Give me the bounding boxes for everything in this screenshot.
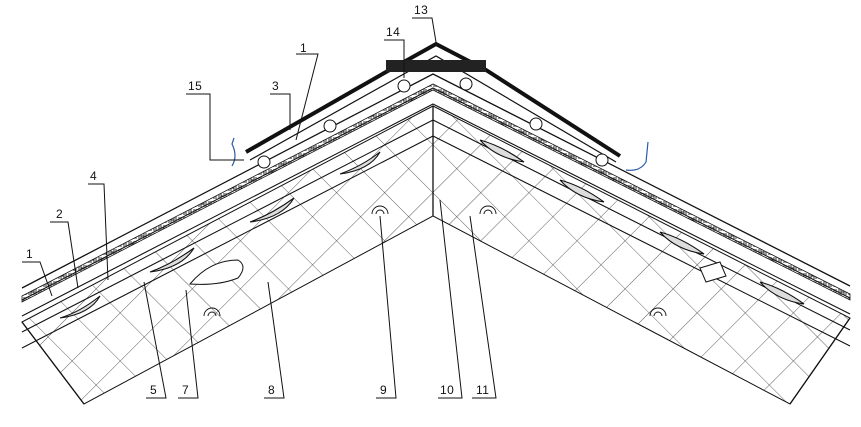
callout-15: 15 bbox=[188, 79, 203, 93]
callout-7: 7 bbox=[182, 383, 190, 397]
seam-markers bbox=[188, 259, 727, 285]
callout-9: 9 bbox=[380, 383, 388, 397]
callout-1-left: 1 bbox=[26, 247, 34, 261]
fasteners bbox=[203, 205, 667, 317]
callout-5: 5 bbox=[150, 383, 158, 397]
callout-2: 2 bbox=[56, 207, 64, 221]
callout-3: 3 bbox=[272, 79, 280, 93]
callout-14: 14 bbox=[386, 25, 401, 39]
vent-arrows bbox=[231, 137, 649, 171]
battens bbox=[257, 77, 609, 169]
callout-8: 8 bbox=[268, 383, 276, 397]
callout-1-top: 1 bbox=[300, 41, 308, 55]
callout-11: 11 bbox=[476, 383, 490, 397]
ridge-cap bbox=[245, 41, 622, 163]
roof-outline bbox=[21, 73, 851, 405]
membrane-layer bbox=[21, 83, 851, 303]
callout-4: 4 bbox=[90, 169, 98, 183]
callout-10: 10 bbox=[440, 383, 455, 397]
insulation-layer bbox=[21, 105, 851, 405]
callout-13: 13 bbox=[414, 3, 429, 17]
leader-lines bbox=[22, 17, 497, 399]
